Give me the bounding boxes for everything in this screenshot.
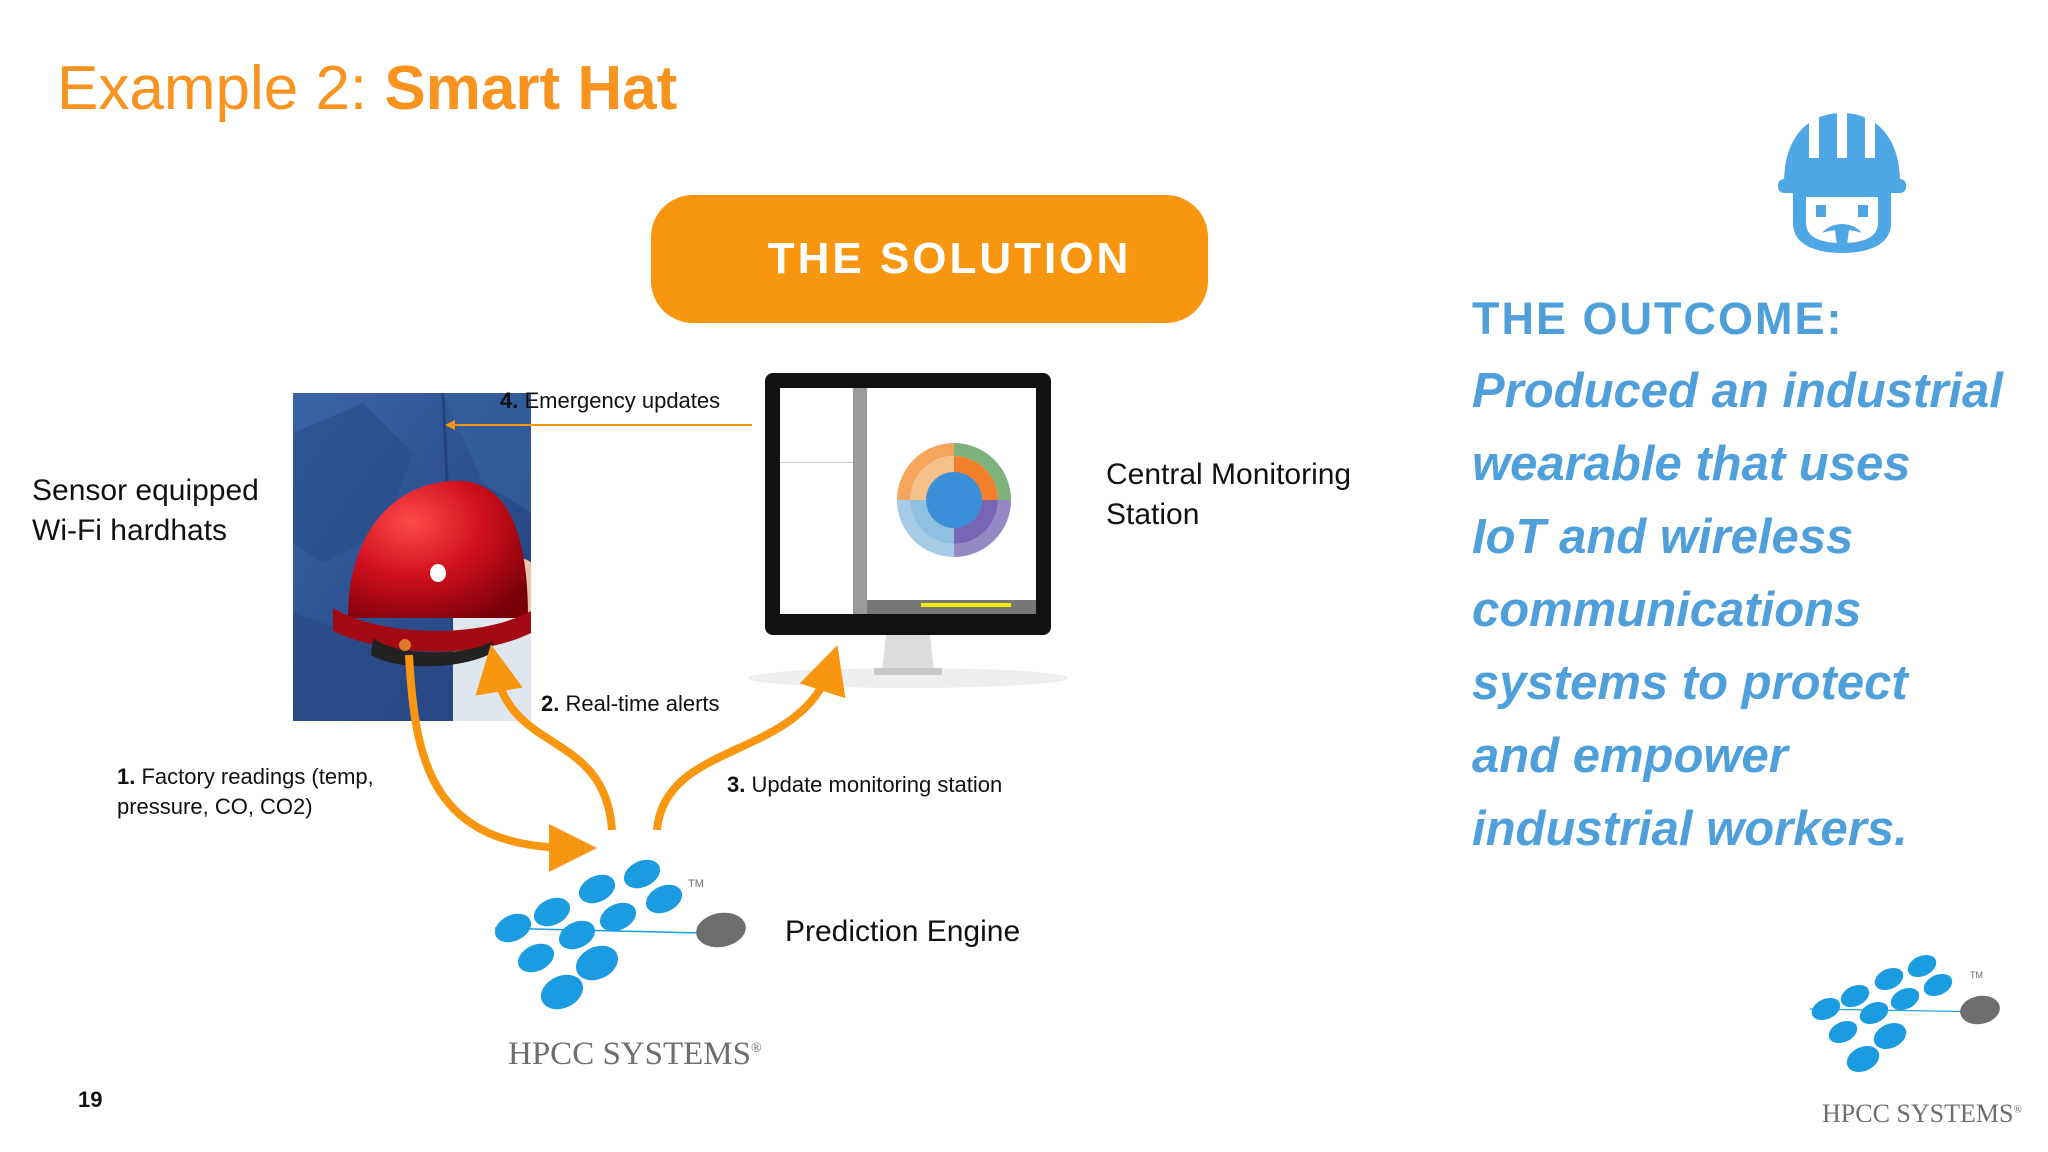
corner-logo-name: HPCC SYSTEMS — [1822, 1099, 2014, 1128]
corner-logo-trademark: TM — [1970, 970, 1983, 980]
step-3-text: Update monitoring station — [745, 772, 1003, 797]
outcome-line: communications — [1472, 583, 1862, 637]
prediction-engine-logo — [490, 855, 780, 1075]
step-1-label: 1. Factory readings (temp, pressure, CO,… — [117, 762, 374, 822]
corner-logo-wordmark: HPCC SYSTEMS® — [1822, 1099, 2022, 1129]
step-2-text: Real-time alerts — [559, 691, 720, 716]
hardhat-label-line2: Wi-Fi hardhats — [32, 514, 228, 547]
engine-logo-registered: ® — [751, 1041, 762, 1056]
arrow-update-station — [653, 645, 846, 831]
engine-logo-trademark: TM — [688, 878, 704, 890]
step-4-number: 4. — [500, 388, 519, 413]
step-3-label: 3. Update monitoring station — [727, 770, 1002, 800]
outcome-body: Produced an industrial wearable that use… — [1472, 355, 2032, 866]
hardhat-label-line1: Sensor equipped — [32, 474, 259, 507]
step-2-label: 2. Real-time alerts — [541, 689, 720, 719]
step-1-text-line1: Factory readings (temp, — [135, 764, 374, 789]
page-number: 19 — [78, 1087, 103, 1112]
monitor-label-line2: Station — [1106, 498, 1200, 531]
hpcc-logo — [1809, 952, 2020, 1087]
solution-banner: THE SOLUTION — [651, 195, 1208, 323]
engine-logo-name: HPCC SYSTEMS — [508, 1036, 752, 1072]
corner-logo-registered: ® — [2013, 1103, 2022, 1116]
monitor-label-line1: Central Monitoring — [1106, 458, 1352, 491]
worker-hardhat-icon — [1778, 105, 1906, 255]
arrow-factory-readings — [405, 654, 597, 872]
title-prefix: Example 2: — [57, 54, 385, 123]
outcome-line: and empower — [1472, 729, 1788, 783]
step-2-number: 2. — [541, 691, 560, 716]
arrow-realtime-alerts — [475, 644, 616, 831]
slide-title: Example 2: Smart Hat — [57, 52, 677, 126]
engine-logo-wordmark: HPCC SYSTEMS® — [508, 1036, 762, 1073]
solution-label: THE SOLUTION — [767, 234, 1132, 283]
step-1-number: 1. — [117, 764, 136, 789]
step-4-label: 4. Emergency updates — [500, 386, 720, 416]
monitor-label: Central Monitoring Station — [1106, 455, 1351, 535]
outcome-line: IoT and wireless — [1472, 510, 1854, 564]
outcome-line: systems to protect — [1472, 656, 1908, 710]
engine-label: Prediction Engine — [785, 915, 1021, 948]
step-3-number: 3. — [727, 772, 746, 797]
outcome-line: industrial workers. — [1472, 802, 1908, 856]
step-4-text: Emergency updates — [518, 388, 721, 413]
title-emphasis: Smart Hat — [384, 54, 678, 123]
outcome-line: Produced an industrial — [1472, 364, 2003, 418]
outcome-heading: THE OUTCOME: — [1472, 293, 1844, 344]
step-1-text-line2: pressure, CO, CO2) — [117, 794, 313, 819]
hardhat-label: Sensor equipped Wi-Fi hardhats — [32, 471, 259, 551]
outcome-line: wearable that uses — [1472, 437, 1911, 491]
